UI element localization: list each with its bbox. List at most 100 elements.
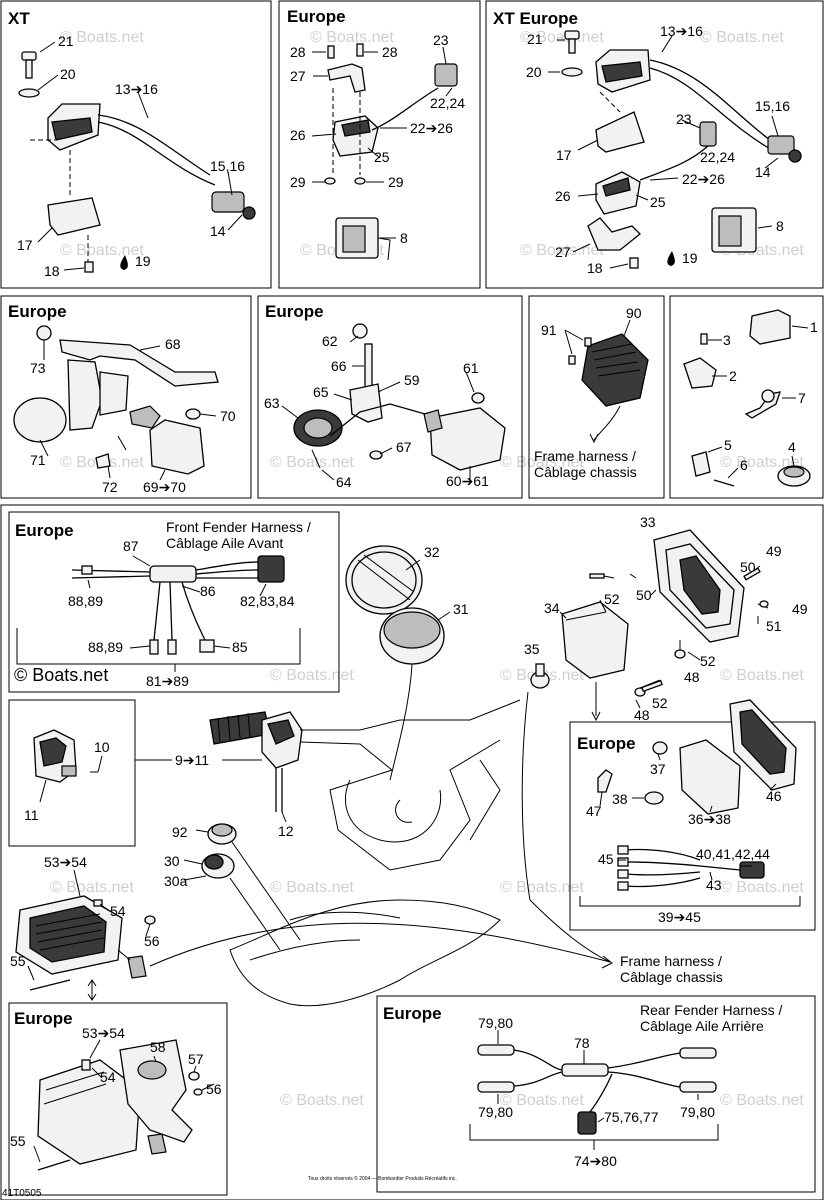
watermark: © Boats.net <box>500 1092 584 1109</box>
callout-label: 81➔89 <box>146 673 189 689</box>
watermark: © Boats.net <box>720 879 804 896</box>
callout-label: 67 <box>396 439 412 455</box>
callout-label: 68 <box>165 336 181 352</box>
harness-caption: Rear Fender Harness / <box>640 1002 783 1018</box>
copyright-text: Tous droits réservés © 2004 — Bombardier… <box>308 1175 457 1182</box>
frame-harness-caption-fr: Câblage chassis <box>620 969 723 985</box>
callout-label: 50 <box>740 559 756 575</box>
callout-label: 11 <box>24 807 39 823</box>
screw-icon <box>713 479 735 487</box>
callout-label: 12 <box>278 823 294 839</box>
bulb-icon <box>185 408 201 420</box>
callout-label: 49 <box>766 543 782 559</box>
lamp-unit-icon <box>679 739 741 815</box>
screw-icon <box>29 979 71 991</box>
callout-label: 27 <box>290 68 306 84</box>
watermark: © Boats.net <box>50 879 134 896</box>
harness-caption-fr: Câblage Aile Avant <box>166 535 283 551</box>
screw-icon <box>629 257 639 269</box>
callout-label: 26 <box>290 127 306 143</box>
panel-frame <box>257 295 523 499</box>
callout-label: 64 <box>336 474 352 490</box>
panel-xt-europe: XT Europe <box>485 0 824 289</box>
callout-label: 78 <box>574 1035 590 1051</box>
callout-label: 39➔45 <box>658 909 701 925</box>
bracket-icon <box>99 371 129 416</box>
callout-label: 52 <box>700 653 716 669</box>
callout-label: 75,76,77 <box>604 1109 659 1125</box>
bracket-icon <box>327 63 366 93</box>
panel-frame <box>0 295 252 499</box>
watermark: © Boats.net <box>720 1092 804 1109</box>
callout-label: 47 <box>586 803 602 819</box>
watermark: © Boats.net <box>720 667 804 684</box>
screw-icon <box>37 1159 71 1171</box>
callout-label: 45 <box>598 851 614 867</box>
callout-label: 62 <box>322 333 338 349</box>
callout-label: 54 <box>110 903 126 919</box>
callout-label: 13➔16 <box>660 23 703 39</box>
callout-label: 86 <box>200 583 216 599</box>
watermark: © Boats.net <box>500 454 584 471</box>
panel-title: Europe <box>287 7 346 26</box>
watermark: © Boats.net <box>270 879 354 896</box>
bolt-icon <box>21 51 37 79</box>
callout-label: 30 <box>164 853 180 869</box>
callout-label: 49 <box>792 601 808 617</box>
main-assembly: 12 32 31 92 3 <box>164 544 521 1007</box>
clamp-icon <box>683 357 717 389</box>
callout-label: 79,80 <box>680 1104 715 1120</box>
regulator-module-icon <box>581 333 649 407</box>
voltage-regulator-icon <box>595 49 773 151</box>
bracket-icon <box>59 339 219 387</box>
grommet-icon <box>352 323 368 339</box>
panel-switch-housing: 10 11 9➔11 <box>8 699 262 847</box>
headlight-icon <box>379 607 445 665</box>
callout-label: 30a <box>164 873 188 889</box>
callout-label: 25 <box>650 194 666 210</box>
callout-label: 55 <box>10 1133 26 1149</box>
frame-harness-caption: Frame harness / <box>620 953 722 969</box>
callout-label: 13➔16 <box>115 81 158 97</box>
panel-europe-headlight: Europe 37 47 38 46 <box>569 699 816 931</box>
drop-icon <box>667 251 675 266</box>
switch-housing-icon <box>33 729 77 783</box>
callout-label: 88,89 <box>88 639 123 655</box>
callout-label: 79,80 <box>478 1104 513 1120</box>
switch-housing-icon <box>261 711 303 769</box>
panel-frame <box>8 1002 228 1196</box>
panel-frame <box>669 295 824 499</box>
horn-icon <box>293 409 343 447</box>
connector-icon <box>699 121 717 147</box>
callout-label: 63 <box>264 395 280 411</box>
callout-label: 53➔54 <box>82 1025 125 1041</box>
callout-label: 65 <box>313 384 329 400</box>
cable-tie-icon <box>597 769 613 793</box>
panel-title: Europe <box>383 1004 442 1023</box>
callout-label: 92 <box>172 824 188 840</box>
panel-title: Europe <box>8 302 67 321</box>
callout-label: 38 <box>612 791 628 807</box>
connector-icon <box>211 191 256 220</box>
callout-label: 3 <box>723 332 731 348</box>
nut-icon <box>144 915 156 925</box>
callout-label: 22,24 <box>700 149 735 165</box>
callout-label: 8 <box>776 218 784 234</box>
panel-title: Europe <box>15 521 74 540</box>
voltage-regulator-icon <box>47 103 216 186</box>
watermark: © Boats.net <box>280 1092 364 1109</box>
nut-icon <box>652 741 668 755</box>
bracket-icon <box>595 111 645 153</box>
bolt-icon <box>364 343 373 393</box>
reflector-icon <box>13 397 67 443</box>
callout-label: 52 <box>652 695 668 711</box>
callout-label: 60➔61 <box>446 473 489 489</box>
panel-title: XT Europe <box>493 9 578 28</box>
panel-europe-horn: Europe 62 66 61 65 59 63 67 64 60➔61 <box>257 295 523 499</box>
screw-icon <box>356 43 364 57</box>
callout-label: 10 <box>94 739 110 755</box>
lamp-window-icon <box>137 1060 167 1080</box>
callout-label: 88,89 <box>68 593 103 609</box>
callout-label: 31 <box>453 601 469 617</box>
grommet-icon <box>36 325 52 341</box>
